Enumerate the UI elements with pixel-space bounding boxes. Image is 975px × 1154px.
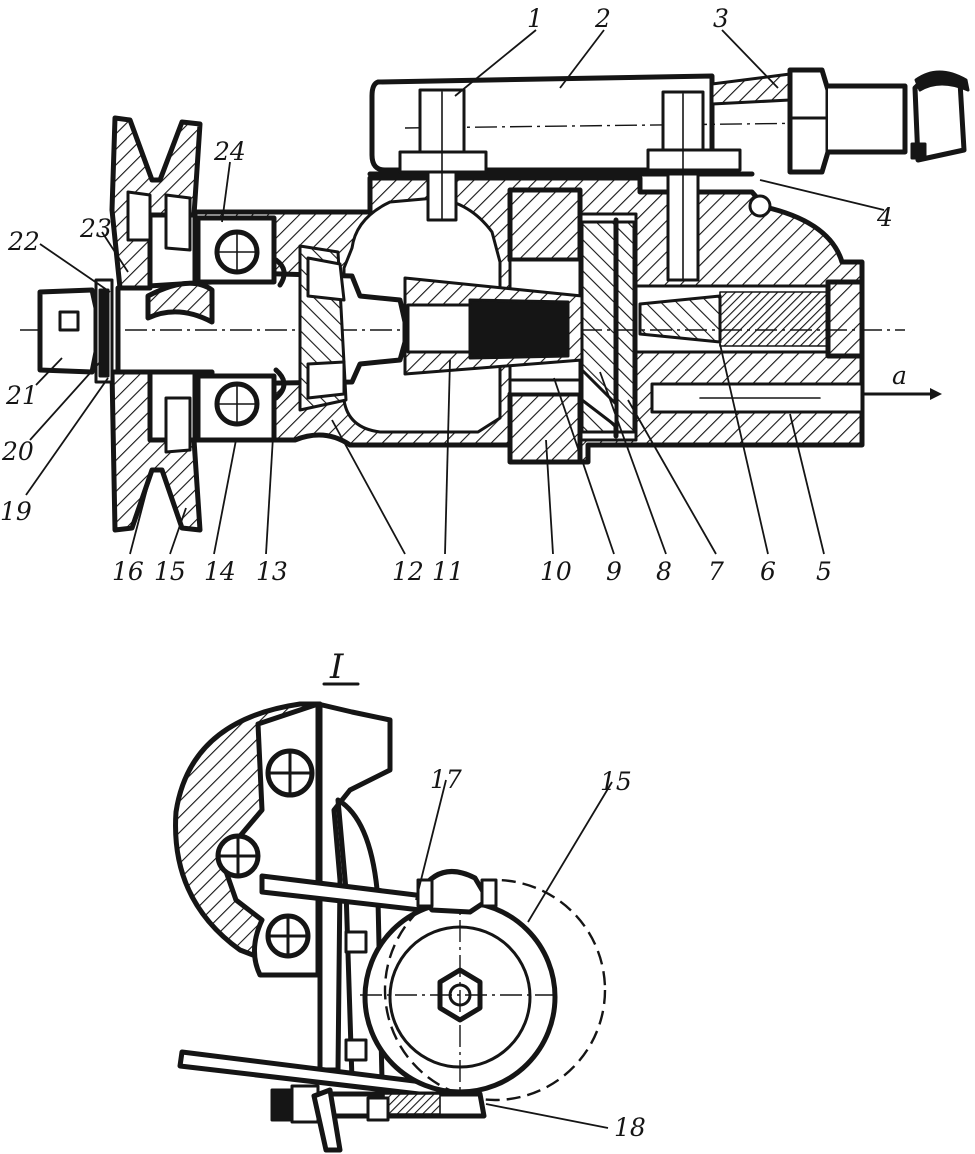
label-20: 20 <box>1 437 34 466</box>
valve-cap <box>825 279 865 359</box>
label-17: 17 <box>430 765 462 794</box>
label-5: 5 <box>816 557 832 586</box>
label-6: 6 <box>760 557 776 586</box>
label-18: 18 <box>614 1113 646 1142</box>
label-15-view: 15 <box>600 767 632 796</box>
arm-hook <box>311 1087 343 1153</box>
label-13: 13 <box>256 557 288 586</box>
flow-label: a <box>892 361 907 390</box>
fitting-nut <box>787 67 831 175</box>
label-19: 19 <box>0 497 32 526</box>
view-i: I <box>173 647 646 1153</box>
label-1: 1 <box>527 4 543 33</box>
label-24: 24 <box>213 137 246 166</box>
section-callouts: 1 2 3 4 24 23 22 21 20 19 16 15 14 13 12… <box>0 4 893 586</box>
bolt-1 <box>398 88 488 222</box>
label-22: 22 <box>7 227 40 256</box>
pulley-lower <box>109 369 203 533</box>
label-16: 16 <box>112 557 144 586</box>
outlet-pipe <box>825 83 908 155</box>
pulley-key <box>145 280 215 325</box>
cover-centerline <box>404 121 906 129</box>
valve-plunger <box>638 294 722 344</box>
label-15: 15 <box>154 557 186 586</box>
rotor-gear-lower <box>507 391 583 465</box>
label-11: 11 <box>432 557 464 586</box>
label-3: 3 <box>713 4 729 33</box>
label-4: 4 <box>876 203 893 232</box>
label-2: 2 <box>594 4 611 33</box>
label-9: 9 <box>606 557 622 586</box>
section-view <box>20 67 970 533</box>
pulley <box>109 115 203 291</box>
label-21: 21 <box>5 381 38 410</box>
label-10: 10 <box>540 557 572 586</box>
retaining-ring <box>273 257 287 401</box>
label-12: 12 <box>392 557 424 586</box>
tension-plate <box>315 701 393 1073</box>
label-7: 7 <box>708 557 724 586</box>
bolt-2 <box>646 90 742 282</box>
label-23: 23 <box>79 214 112 243</box>
fitting <box>710 72 792 106</box>
rotor-gear <box>507 187 583 263</box>
valve-spring <box>719 291 841 347</box>
view-title: I <box>329 647 344 687</box>
label-14: 14 <box>204 557 236 586</box>
flow-arrow: a <box>860 361 942 400</box>
bearing <box>195 215 277 443</box>
label-8: 8 <box>656 557 672 586</box>
